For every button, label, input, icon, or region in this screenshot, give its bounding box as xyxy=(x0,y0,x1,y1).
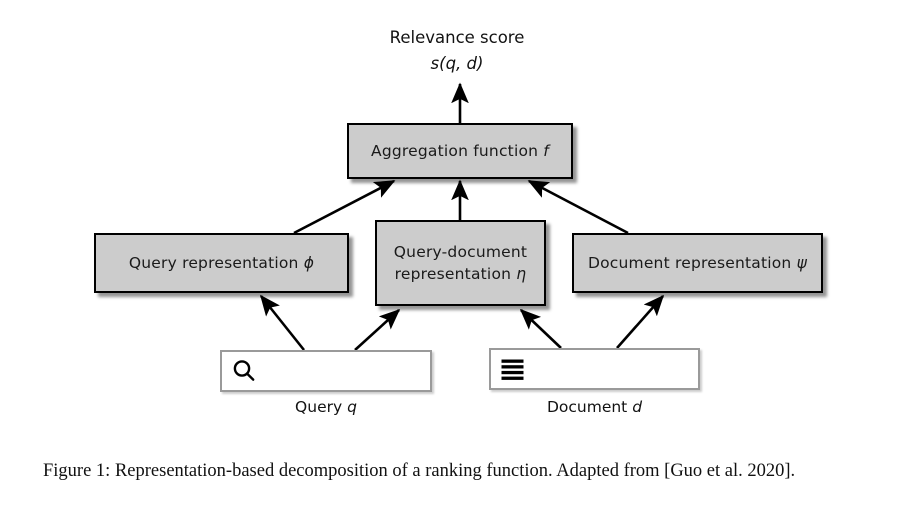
node-document-representation-label: Document representation ψ xyxy=(587,253,808,272)
node-aggregation-function-label-symbol: f xyxy=(543,141,549,160)
figure-diagram: Relevance score s(q, d) Aggregation func… xyxy=(94,28,823,416)
document-lines-icon xyxy=(500,356,526,382)
node-query-representation-label-symbol: ϕ xyxy=(303,253,315,272)
edge-query-to-query-doc-rep xyxy=(354,308,401,351)
node-query-document-representation-line1: Query-document xyxy=(393,242,528,261)
query-input-label: Query q xyxy=(295,398,357,416)
edge-document-to-document-rep xyxy=(616,294,665,349)
document-input-box[interactable] xyxy=(489,348,700,390)
node-query-document-representation[interactable]: Query-document representation η xyxy=(375,220,546,306)
query-input-label-symbol: q xyxy=(347,398,357,416)
node-query-document-representation-label: Query-document representation η xyxy=(388,241,533,286)
search-icon xyxy=(231,358,257,384)
node-aggregation-function[interactable]: Aggregation function f xyxy=(347,123,573,179)
query-input-box[interactable] xyxy=(220,350,432,392)
node-aggregation-function-label: Aggregation function f xyxy=(371,141,549,160)
node-query-document-representation-line2-symbol: η xyxy=(516,265,527,283)
edge-document-to-query-doc-rep xyxy=(519,308,562,349)
relevance-score-formula: s(q, d) xyxy=(430,54,484,73)
document-input-label: Document d xyxy=(546,398,643,416)
relevance-score-title: Relevance score xyxy=(389,28,525,47)
node-query-representation[interactable]: Query representation ϕ xyxy=(94,233,349,293)
node-document-representation[interactable]: Document representation ψ xyxy=(572,233,823,293)
node-document-representation-label-symbol: ψ xyxy=(796,253,808,272)
node-query-representation-label: Query representation ϕ xyxy=(128,253,315,272)
document-input-label-symbol: d xyxy=(632,398,643,416)
edge-query-to-query-rep xyxy=(259,294,306,351)
figure-caption-number: Figure 1: xyxy=(43,461,111,481)
node-query-document-representation-line2: representation η xyxy=(394,265,527,283)
figure-caption-text: Representation-based decomposition of a … xyxy=(114,461,796,481)
figure-caption: Figure 1: Representation-based decomposi… xyxy=(43,458,872,485)
